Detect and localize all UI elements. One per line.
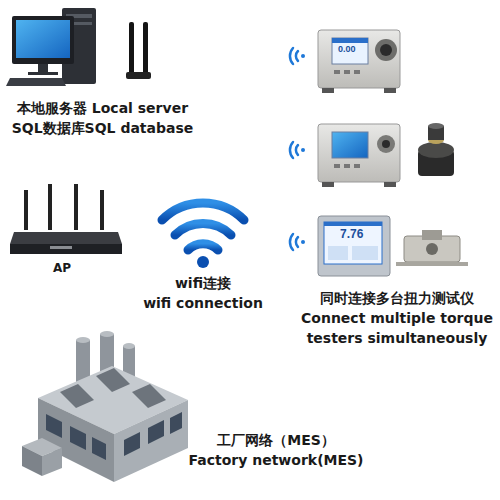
node-text: 本地服务器 Local server (0, 98, 205, 118)
node-text: 同时连接多台扭力测试仪 (292, 288, 500, 308)
wifi-icon (290, 48, 305, 250)
server-label: 本地服务器 Local serverSQL数据库SQL database (0, 98, 205, 138)
display-reading: 0.00 (338, 44, 356, 54)
antenna-icon (126, 22, 151, 79)
torque-tester (318, 123, 454, 187)
computer-icon (6, 8, 96, 86)
node-text: SQL数据库SQL database (0, 118, 205, 138)
ap-label: AP (32, 258, 92, 278)
node-text: 工厂网络（MES） (178, 430, 374, 450)
node-text: Factory network(MES) (178, 450, 374, 470)
torque-tester (318, 216, 468, 276)
router-icon (10, 184, 122, 254)
wifi-symbol (162, 203, 244, 268)
node-text: AP (32, 258, 92, 278)
tester-label: 同时连接多台扭力测试仪Connect multiple torque teste… (292, 288, 500, 348)
node-text: wifi连接 (133, 273, 273, 293)
torque-tester (318, 30, 400, 93)
factory-label: 工厂网络（MES）Factory network(MES) (178, 430, 374, 470)
node-text: wifi connection (133, 293, 273, 313)
wifi-label: wifi连接wifi connection (133, 273, 273, 313)
display-reading: 7.76 (340, 227, 363, 241)
factory-icon (22, 331, 188, 482)
node-text: Connect multiple torque testers simultan… (292, 308, 500, 348)
